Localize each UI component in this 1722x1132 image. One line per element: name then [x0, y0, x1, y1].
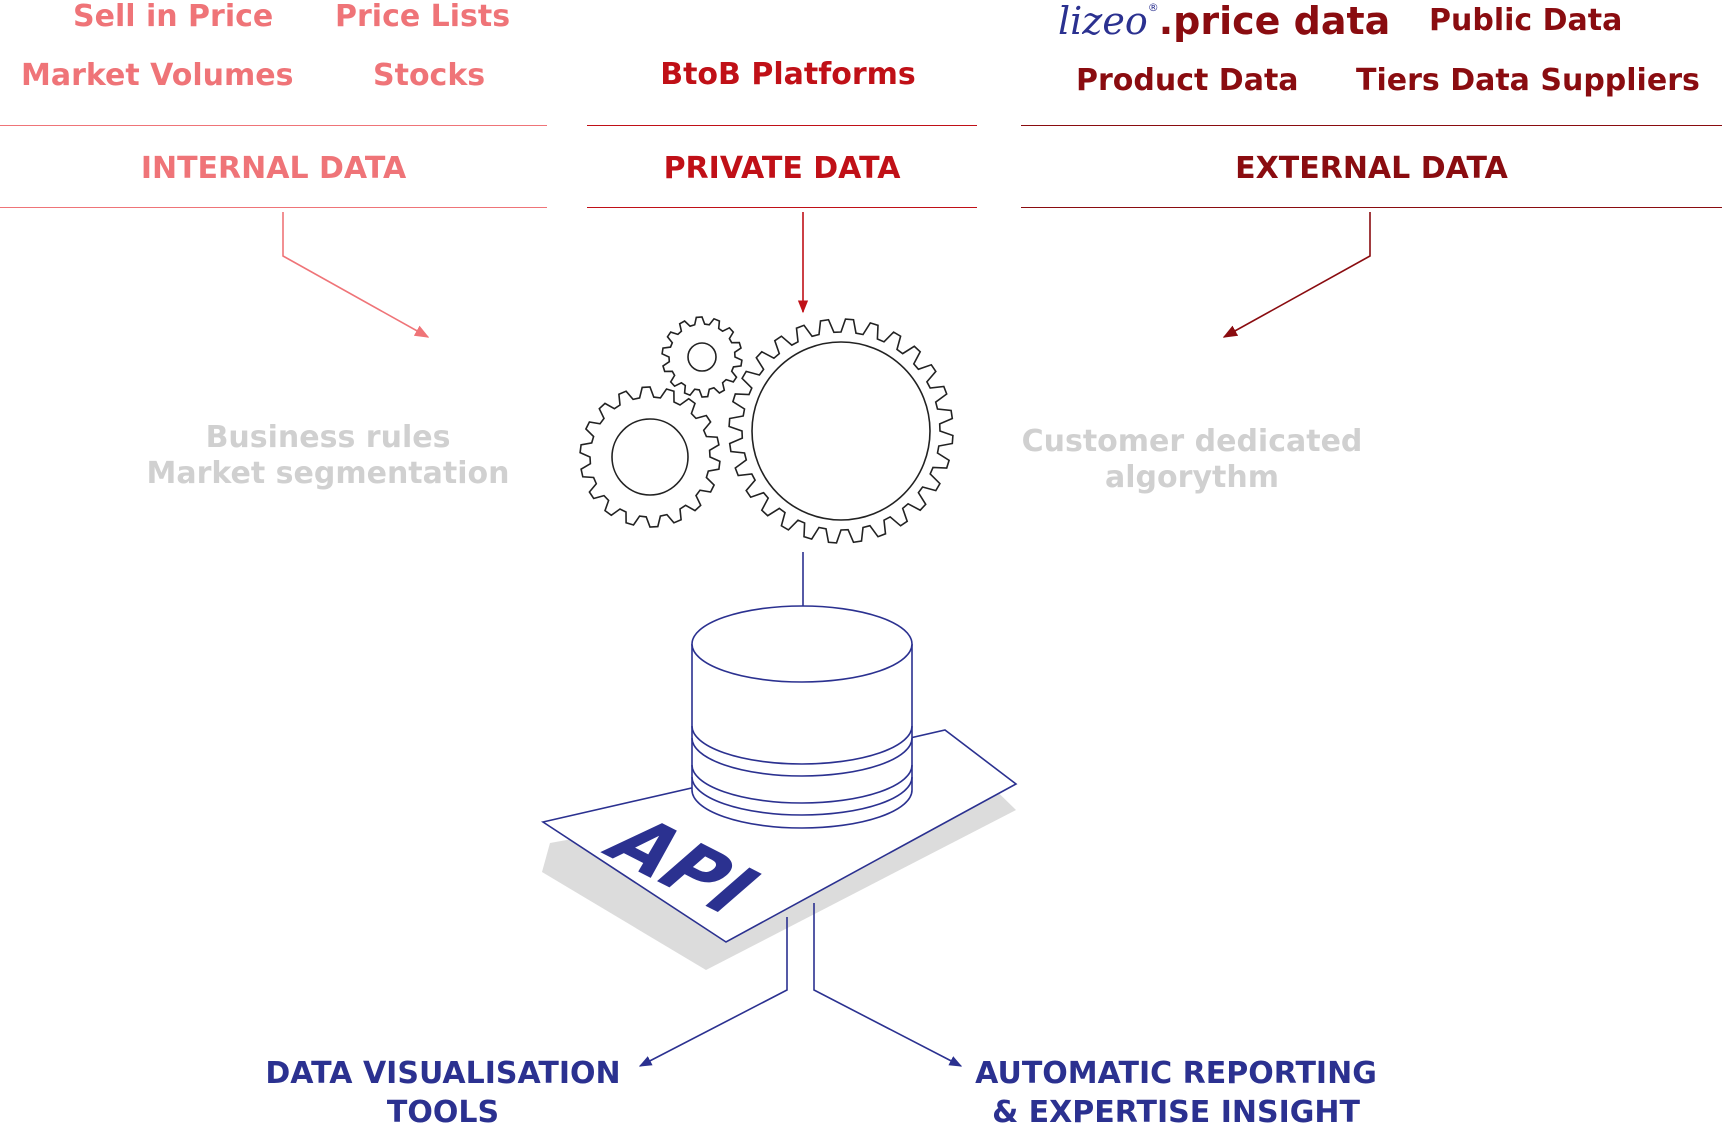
visualisation-output-arrow: [638, 917, 788, 1067]
price-data-wordmark: .price data: [1158, 0, 1391, 43]
external-bottom-rule: [1021, 207, 1722, 208]
reporting-output-arrow: [813, 903, 963, 1067]
external-item-tiers-data-suppliers: Tiers Data Suppliers: [1356, 63, 1700, 98]
internal-item-sell-in-price: Sell in Price: [73, 0, 274, 34]
external-item-product-data: Product Data: [1076, 63, 1299, 98]
data-visualisation-line: DATA VISUALISATION: [265, 1056, 621, 1091]
gear-large-icon: [728, 318, 954, 544]
customer-dedicated-line: Customer dedicated: [1021, 424, 1363, 459]
gear-small-icon: [661, 316, 743, 398]
tools-line: TOOLS: [386, 1095, 500, 1130]
external-top-rule: [1021, 125, 1722, 126]
lizeo-logo-script: lizeo: [1058, 0, 1148, 43]
customer-algorithm-caption: Customer dedicated algorythm: [992, 424, 1392, 496]
gear-medium-icon: [579, 386, 721, 528]
external-data-heading: EXTERNAL DATA: [1235, 151, 1508, 186]
processing-gears-icon: [579, 316, 954, 544]
internal-bottom-rule: [0, 207, 547, 208]
market-segmentation-line: Market segmentation: [146, 456, 510, 491]
internal-flow-arrow: [282, 212, 430, 338]
registered-mark: ®: [1147, 1, 1159, 14]
data-visualisation-tools-output: DATA VISUALISATION TOOLS: [236, 1054, 650, 1132]
internal-item-market-volumes: Market Volumes: [21, 58, 294, 93]
gear-small-icon-hub: [687, 342, 717, 372]
private-item-btob-platforms: BtoB Platforms: [660, 57, 916, 92]
database-icon: [691, 605, 913, 829]
lizeo-price-data-logo: lizeo®.price data: [1058, 2, 1390, 40]
private-bottom-rule: [587, 207, 977, 208]
gear-medium-icon-hub: [611, 418, 689, 496]
internal-data-heading: INTERNAL DATA: [140, 151, 407, 186]
business-rules-caption: Business rules Market segmentation: [128, 420, 528, 492]
algorythm-line: algorythm: [1105, 460, 1279, 495]
internal-item-price-lists: Price Lists: [335, 0, 511, 34]
external-flow-arrow: [1222, 212, 1371, 338]
external-item-public-data: Public Data: [1429, 3, 1623, 38]
private-data-heading: PRIVATE DATA: [663, 151, 901, 186]
expertise-insight-line: & EXPERTISE INSIGHT: [992, 1095, 1360, 1130]
internal-item-stocks: Stocks: [373, 58, 486, 93]
automatic-reporting-line: AUTOMATIC REPORTING: [975, 1056, 1377, 1091]
automatic-reporting-output: AUTOMATIC REPORTING & EXPERTISE INSIGHT: [958, 1054, 1394, 1132]
business-rules-line: Business rules: [205, 420, 451, 455]
gear-large-icon-hub: [751, 341, 931, 521]
internal-top-rule: [0, 125, 547, 126]
private-top-rule: [587, 125, 977, 126]
